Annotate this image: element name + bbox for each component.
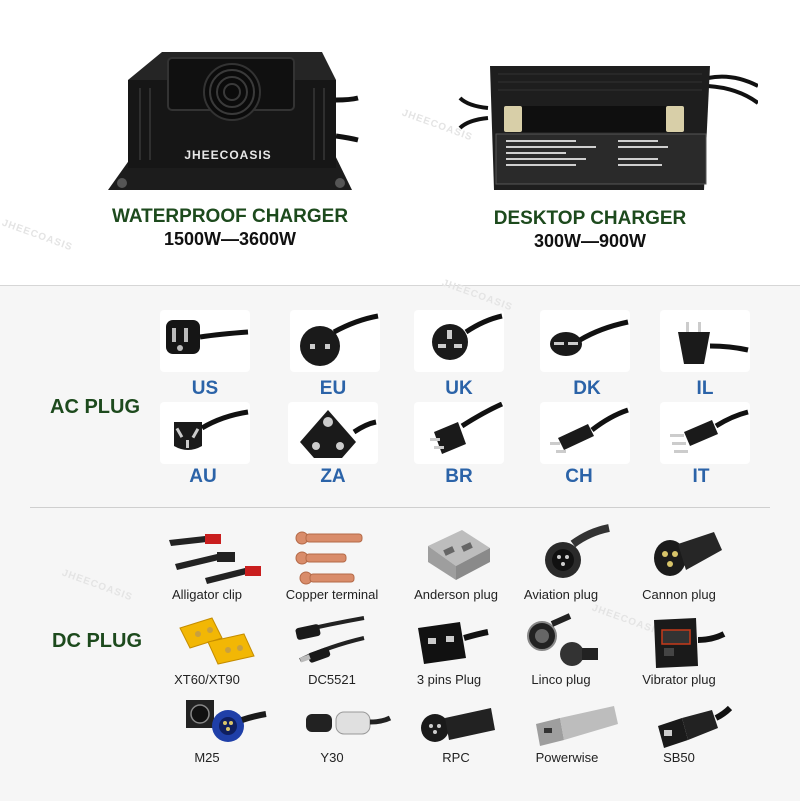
waterproof-charger-image <box>100 40 360 205</box>
ac-plug-tile-eu <box>290 310 380 372</box>
dc-plug-label-alligator-clip: Alligator clip <box>171 587 243 602</box>
dc-plug-image-xt60-xt90 <box>172 608 262 670</box>
dc-plug-label-vibrator-plug: Vibrator plug <box>642 672 716 687</box>
dc-plug-image-copper-terminal <box>292 528 372 586</box>
dc-plug-label-copper-terminal: Copper terminal <box>285 587 379 602</box>
dc-plug-image-aviation-plug <box>537 522 617 584</box>
ac-plug-label-it: IT <box>692 466 710 487</box>
waterproof-charger-power: 1500W—3600W <box>163 229 297 249</box>
desktop-charger-power: 300W—900W <box>533 231 647 251</box>
ac-plug-heading: AC PLUG <box>50 396 140 418</box>
dc-plug-label-aviation-plug: Aviation plug <box>523 587 599 602</box>
charger-brand-logo: JHEECOASIS <box>184 148 272 162</box>
desktop-charger-image <box>458 58 760 198</box>
ac-plug-label-za: ZA <box>320 466 346 487</box>
dc-plug-image-vibrator-plug <box>646 610 726 672</box>
dc-plug-label-cannon-plug: Cannon plug <box>642 587 716 602</box>
ac-plug-label-br: BR <box>445 466 473 487</box>
dc-plug-label-powerwise: Powerwise <box>535 750 599 765</box>
ac-plug-label-au: AU <box>189 466 217 487</box>
dc-plug-label-xt60-xt90: XT60/XT90 <box>174 672 240 687</box>
ac-plug-tile-us <box>160 310 250 372</box>
dc-plug-image-powerwise <box>530 700 625 750</box>
dc-plug-image-rpc <box>415 700 505 750</box>
ac-plug-tile-ch <box>540 402 630 464</box>
ac-plug-label-dk: DK <box>573 378 601 399</box>
dc-plug-image-m25 <box>178 692 268 748</box>
dc-plug-label-m25: M25 <box>194 750 220 765</box>
dc-plug-label-3-pins-plug: 3 pins Plug <box>416 672 482 687</box>
ac-plug-tile-il <box>660 310 750 372</box>
ac-plug-label-il: IL <box>696 378 714 399</box>
dc-plug-image-linco-plug <box>522 610 602 670</box>
ac-plug-tile-uk <box>414 310 504 372</box>
dc-plug-image-alligator-clip <box>165 528 265 586</box>
dc-plug-label-anderson-plug: Anderson plug <box>414 587 498 602</box>
ac-plug-tile-br <box>414 401 504 464</box>
desktop-charger-title: DESKTOP CHARGER <box>493 208 687 229</box>
dc-plug-label-linco-plug: Linco plug <box>531 672 591 687</box>
dc-plug-image-dc5521 <box>290 610 370 670</box>
ac-plug-tile-za <box>288 402 378 464</box>
waterproof-charger-title: WATERPROOF CHARGER <box>111 206 349 227</box>
panel-divider <box>30 507 770 508</box>
ac-plug-label-ch: CH <box>565 466 593 487</box>
ac-plug-tile-au <box>160 402 250 464</box>
dc-plug-image-y30 <box>302 698 392 748</box>
dc-plug-label-rpc: RPC <box>442 750 470 765</box>
dc-plug-label-y30: Y30 <box>320 750 344 765</box>
watermark: JHEECOASIS <box>0 217 75 254</box>
dc-plug-label-sb50: SB50 <box>663 750 695 765</box>
ac-plug-tile-dk <box>540 310 630 372</box>
ac-plug-tile-it <box>660 402 750 464</box>
dc-plug-image-anderson-plug <box>418 522 498 584</box>
ac-plug-label-uk: UK <box>445 378 473 399</box>
dc-plug-heading: DC PLUG <box>52 630 142 652</box>
dc-plug-image-3-pins-plug <box>410 608 490 670</box>
ac-plug-label-eu: EU <box>319 378 347 399</box>
ac-plug-label-us: US <box>191 378 219 399</box>
dc-plug-label-dc5521: DC5521 <box>308 672 356 687</box>
dc-plug-image-sb50 <box>652 700 733 750</box>
dc-plug-image-cannon-plug <box>648 522 728 584</box>
